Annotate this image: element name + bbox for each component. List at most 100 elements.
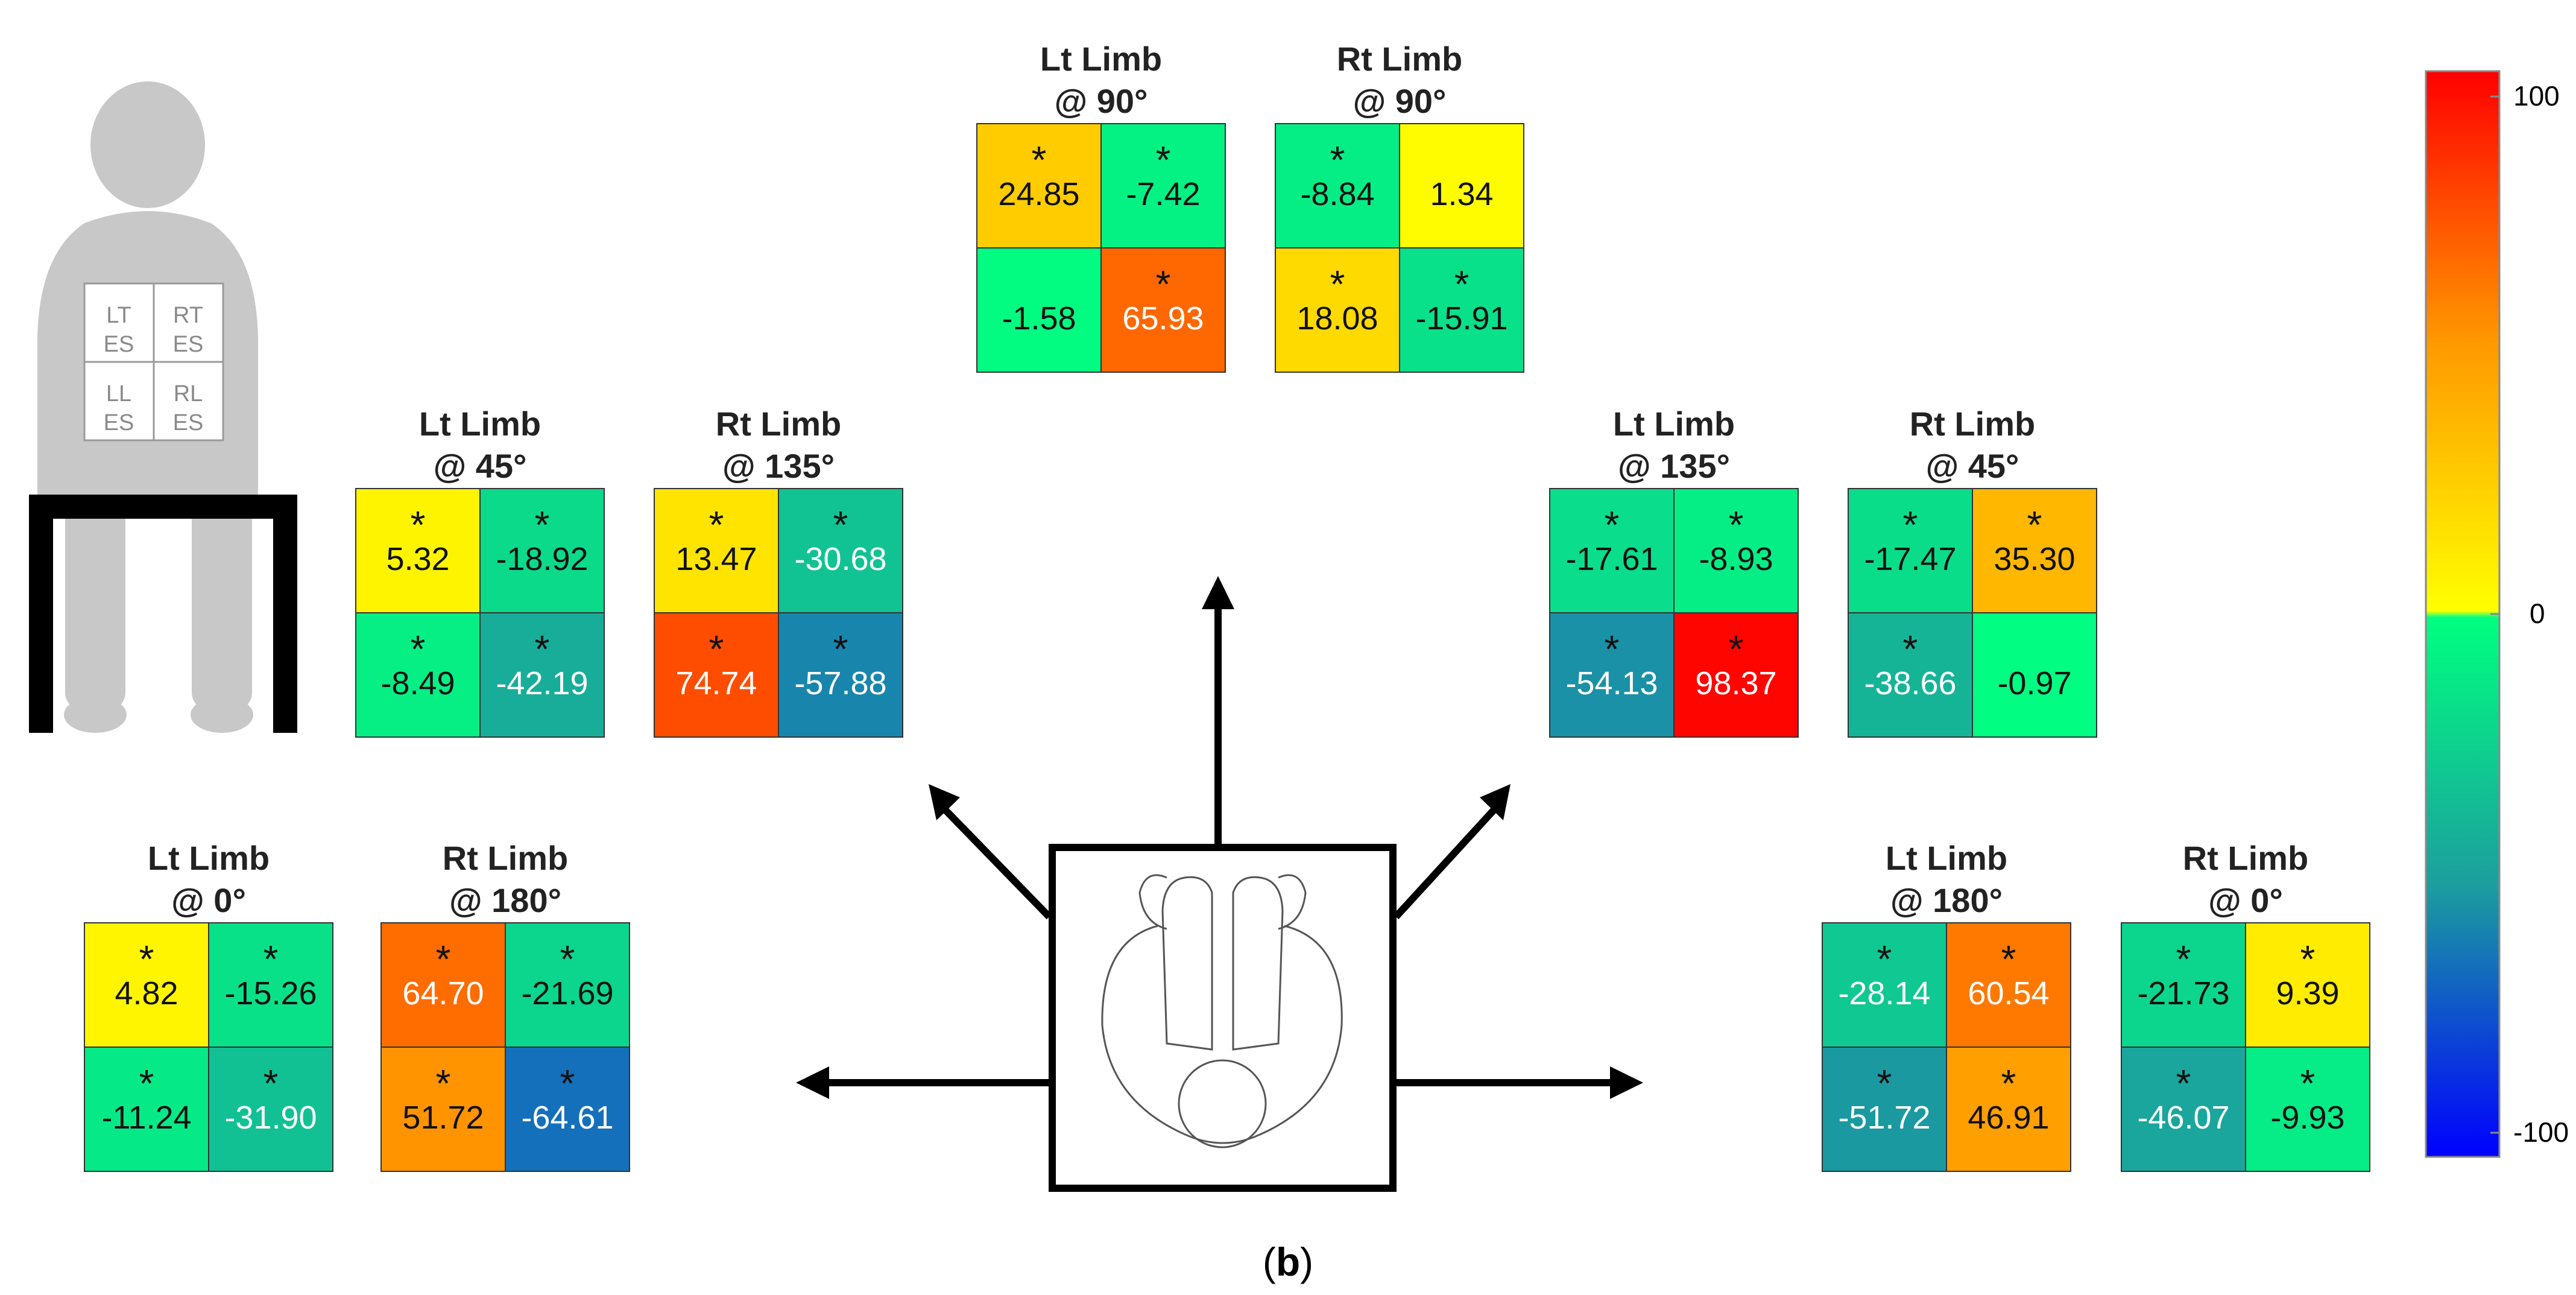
cell-value-label: -17.47 (1864, 541, 1956, 577)
quadrant-label: ES (173, 410, 204, 435)
significance-marker: * (535, 627, 550, 671)
cell-value-label: 74.74 (675, 665, 757, 701)
cell-value-label: 60.54 (1968, 975, 2049, 1012)
panel-title: @ 90° (1055, 82, 1148, 120)
heatmap-cell (976, 247, 1102, 373)
heatmap-panel-lt-45: Lt Limb@ 45°*5.32*-18.92*-8.49*-42.19 (355, 405, 605, 738)
panel-title: Lt Limb (1886, 839, 2007, 877)
heatmap-cell (778, 488, 903, 613)
significance-marker: * (1454, 262, 1470, 306)
heatmap-panel-lt-180: Lt Limb@ 180°*-28.14*60.54*-51.72*46.91 (1822, 839, 2071, 1172)
heatmap-cell (355, 488, 481, 613)
significance-marker: * (2176, 937, 2191, 981)
cell-value-label: -1.58 (1002, 300, 1076, 337)
heatmap-cell (1972, 612, 2097, 738)
heatmap-cell (778, 612, 903, 738)
panel-title: @ 135° (722, 447, 835, 485)
heatmap-cell (1549, 612, 1675, 738)
quadrant-label: ES (173, 332, 204, 357)
quadrant-label: LT (106, 303, 131, 328)
heatmap-panel-lt-90: Lt Limb@ 90°*24.85*-7.42-1.58*65.93 (976, 40, 1226, 373)
top-view-frame (1049, 844, 1397, 1192)
cell-value-label: -0.97 (1997, 665, 2071, 701)
heatmap-cell (1399, 247, 1524, 373)
heatmap-cell (1100, 247, 1226, 373)
panel-title: Rt Limb (716, 405, 841, 443)
quadrant-label: ES (104, 410, 134, 435)
heatmap-cell (84, 1046, 209, 1172)
cell-value-label: -8.49 (380, 665, 455, 701)
cell-value-label: -15.91 (1415, 300, 1507, 337)
cell-value-label: -18.92 (496, 541, 588, 577)
cell-value-label: -17.61 (1565, 541, 1658, 577)
chair-right-leg-icon (273, 495, 297, 733)
colorbar-gradient (2425, 70, 2501, 1158)
heatmap-panel-rt-180: Rt Limb@ 180°*64.70*-21.69*51.72*-64.61 (380, 839, 630, 1172)
panel-title: Lt Limb (1613, 405, 1735, 443)
cell-value-label: -30.68 (794, 541, 886, 577)
significance-marker: * (1605, 627, 1620, 671)
significance-marker: * (535, 503, 550, 546)
heatmap-panel-lt-135: Lt Limb@ 135°*-17.61*-8.93*-54.13*98.37 (1549, 405, 1799, 738)
heatmap-cell (1549, 488, 1675, 613)
top-view-person-icon (1101, 874, 1343, 1148)
cell-value-label: -21.69 (521, 975, 613, 1012)
heatmap-cell (479, 612, 605, 738)
heatmap-cell (1848, 488, 1973, 613)
heatmap-cell (1848, 612, 1973, 738)
panel-title: @ 135° (1618, 447, 1730, 485)
cell-value-label: -46.07 (2137, 1100, 2229, 1136)
panel-title: @ 90° (1353, 82, 1447, 120)
significance-marker: * (411, 503, 426, 546)
cell-value-label: -42.19 (496, 665, 588, 701)
cell-value-label: 13.47 (675, 541, 757, 577)
significance-marker: * (1729, 503, 1744, 546)
heatmap-cell (355, 612, 481, 738)
heatmap-cell (1822, 1046, 1947, 1172)
heatmap-cell (654, 488, 779, 613)
significance-marker: * (1330, 262, 1345, 306)
heatmap-cell (1275, 247, 1400, 373)
arrow-45-left-icon (941, 805, 1052, 920)
significance-marker: * (1605, 503, 1620, 546)
cell-value-label: -54.13 (1565, 665, 1658, 701)
cell-value-label: -7.42 (1126, 176, 1200, 212)
colorbar-max-label: 100 (2513, 80, 2560, 112)
chair-left-leg-icon (29, 495, 53, 733)
cell-value-label: -64.61 (521, 1100, 613, 1136)
heatmap-cell (1673, 488, 1799, 613)
heatmap-panels: Lt Limb@ 0°*4.82*-15.26*-11.24*-31.90Rt … (84, 40, 2370, 1172)
panel-title: Rt Limb (1910, 405, 2035, 443)
cell-value-label: -28.14 (1838, 975, 1930, 1012)
cell-value-label: 46.91 (1968, 1100, 2049, 1136)
person-right-foot-icon (191, 697, 253, 733)
significance-marker: * (1903, 503, 1918, 546)
cell-value-label: 24.85 (998, 176, 1079, 212)
cell-value-label: -9.93 (2270, 1100, 2344, 1136)
heatmap-cell (380, 1046, 506, 1172)
person-left-foot-icon (64, 697, 127, 733)
significance-marker: * (1156, 138, 1171, 182)
cell-value-label: 35.30 (1994, 541, 2075, 577)
heatmap-panel-rt-45: Rt Limb@ 45°*-17.47*35.30*-38.66-0.97 (1848, 405, 2097, 738)
significance-marker: * (2176, 1062, 2191, 1105)
quadrant-label: ES (104, 332, 134, 357)
heatmap-panel-rt-0: Rt Limb@ 0°*-21.73*9.39*-46.07*-9.93 (2121, 839, 2370, 1172)
cell-value-label: 98.37 (1695, 665, 1776, 701)
cell-value-label: 64.70 (402, 975, 484, 1012)
colorbar: 100 0 -100 (2425, 70, 2569, 1158)
panel-title: @ 180° (449, 881, 561, 919)
significance-marker: * (1330, 138, 1345, 182)
panel-title: Lt Limb (1040, 40, 1162, 78)
heatmap-panel-rt-135: Rt Limb@ 135°*13.47*-30.68*74.74*-57.88 (654, 405, 903, 738)
quadrant-label: RL (174, 381, 203, 407)
heatmap-cell (2245, 1046, 2370, 1172)
person-thigh-icon (45, 446, 253, 501)
person-left-leg-icon (65, 499, 125, 711)
significance-marker: * (709, 627, 724, 671)
significance-marker: * (833, 627, 848, 671)
significance-marker: * (2300, 937, 2316, 981)
person-head-icon (90, 81, 205, 208)
panel-title: Lt Limb (419, 405, 541, 443)
